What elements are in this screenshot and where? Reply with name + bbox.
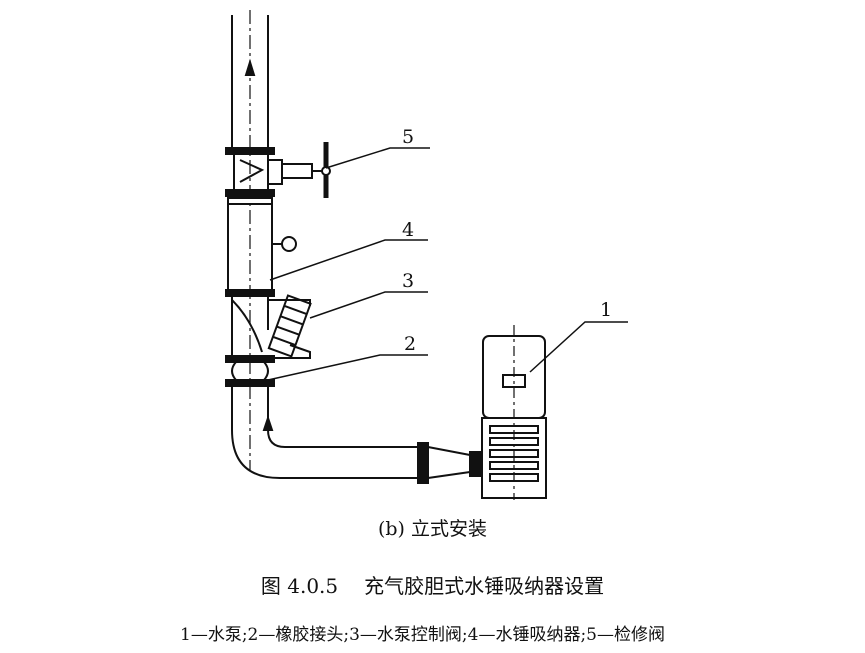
pump-control-valve (231, 294, 312, 359)
water-hammer-absorber (225, 197, 297, 297)
pump (481, 325, 547, 500)
subcaption: (b) 立式安装 (377, 518, 488, 540)
lower-pipe-bend (231, 386, 481, 484)
label-2: 2 (404, 333, 416, 355)
figure-caption: 图 4.0.5 充气胶胆式水锤吸纳器设置 (0, 570, 865, 599)
leader-lines (267, 147, 628, 381)
vertical-pipe (231, 10, 269, 470)
label-3: 3 (402, 270, 414, 292)
figure-legend: 1—水泵;2—橡胶接头;3—水泵控制阀;4—水锤吸纳器;5—检修阀 (180, 625, 665, 645)
label-5: 5 (402, 126, 414, 148)
label-4: 4 (402, 219, 414, 241)
part-labels: 1 2 3 4 5 (402, 126, 612, 355)
label-1: 1 (600, 299, 612, 321)
maintenance-valve (225, 142, 331, 198)
rubber-joint (225, 355, 275, 387)
figure-number: 图 4.0.5 (260, 574, 339, 598)
figure-title: 充气胶胆式水锤吸纳器设置 (364, 574, 605, 598)
